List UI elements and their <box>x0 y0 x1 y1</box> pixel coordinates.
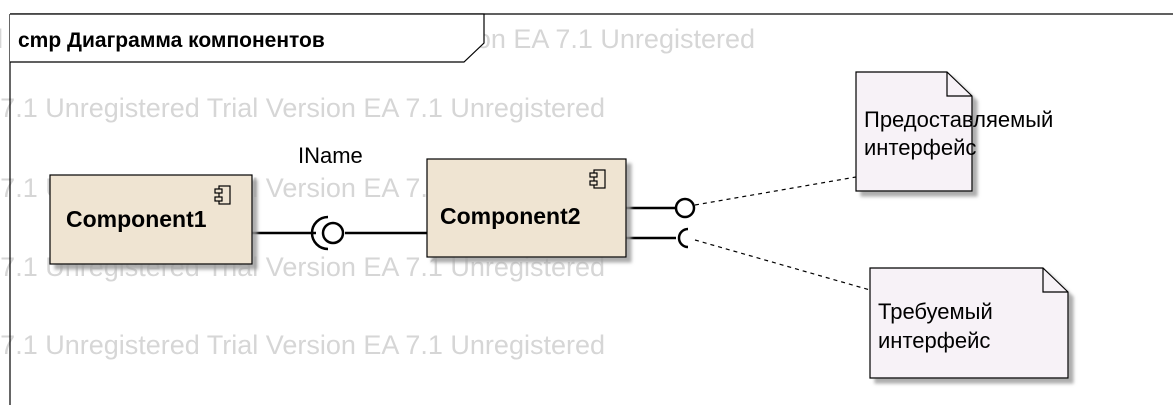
note-fold-corner <box>1042 268 1068 293</box>
note-provided-interface[interactable]: Предоставляемый интерфейс <box>855 71 1053 192</box>
note-line: Предоставляемый <box>864 107 1053 132</box>
provided-lollipop-iname <box>321 221 345 245</box>
required-socket-component1 <box>310 215 329 251</box>
note-link-provided <box>694 176 857 206</box>
note-line: интерфейс <box>864 135 976 160</box>
interface-label: IName <box>298 143 363 168</box>
note-fold-corner <box>946 72 972 97</box>
frame-title-tab <box>10 13 485 63</box>
component-icon <box>589 169 606 189</box>
required-interface-socket <box>677 227 689 249</box>
frame-title: cmp Диаграмма компонентов <box>18 29 325 52</box>
component1[interactable]: Component1 <box>49 174 253 265</box>
note-line: интерфейс <box>878 328 990 353</box>
note-link-required <box>694 239 871 291</box>
note-body <box>855 71 973 192</box>
note-line: Требуемый <box>878 299 993 324</box>
note-body <box>869 267 1069 379</box>
diagram-frame: cmp Диаграмма компонентов <box>9 13 1173 405</box>
component2-label: Component2 <box>440 203 581 229</box>
component-icon <box>214 185 231 205</box>
component1-label: Component1 <box>66 206 207 232</box>
watermark-row-5: Unregistered Trial Version EA 7.1 Unregi… <box>0 330 605 360</box>
note-required-interface[interactable]: Требуемый интерфейс <box>869 267 1069 379</box>
provided-interface-ball <box>674 197 696 219</box>
connectors <box>252 176 871 291</box>
component2[interactable]: Component2 <box>426 158 627 258</box>
watermark-row-2: Unregistered Trial Version EA 7.1 Unregi… <box>0 93 605 123</box>
